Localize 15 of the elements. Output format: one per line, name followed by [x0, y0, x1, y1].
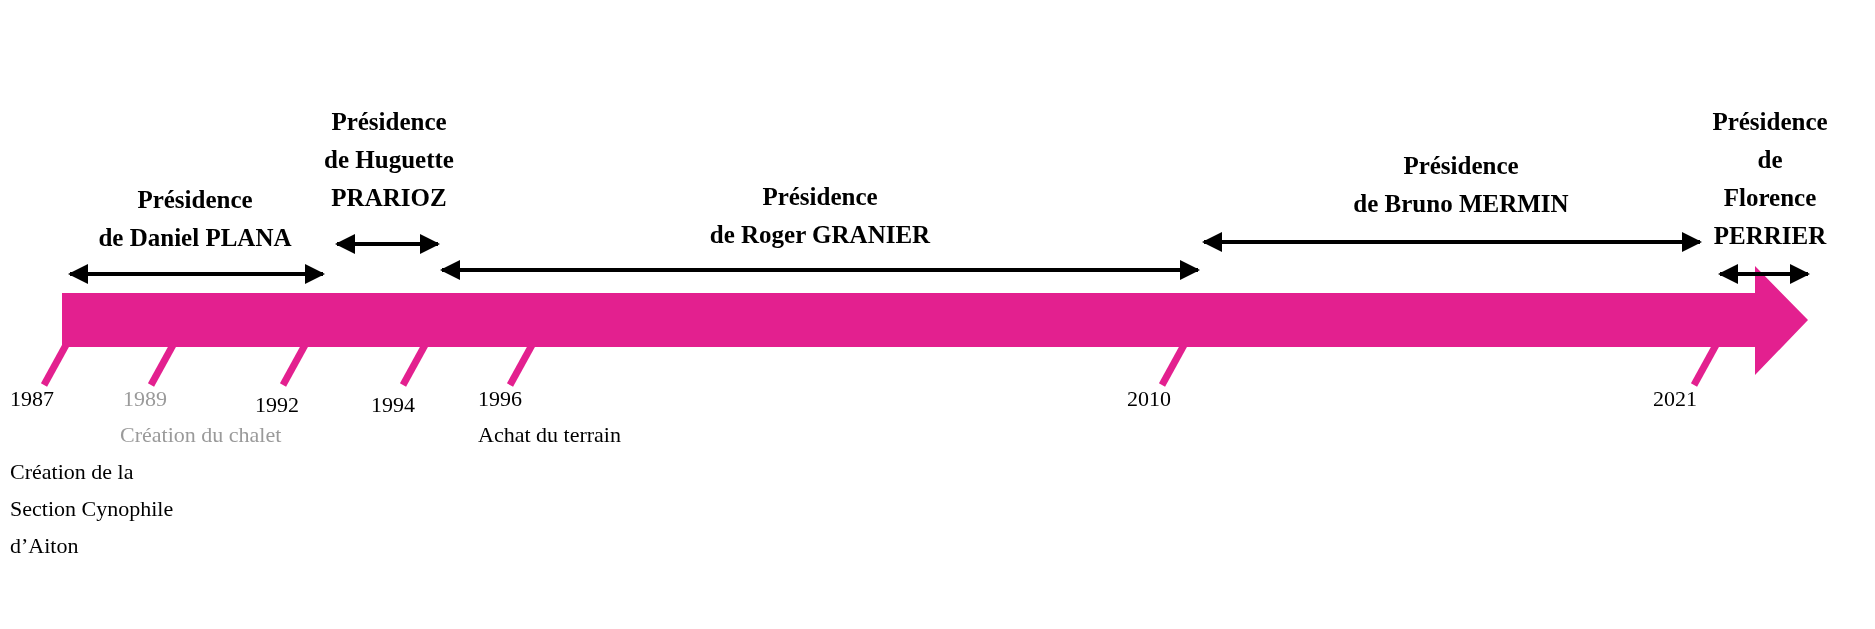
year-label: 1989 [123, 385, 167, 413]
presidency-label: Présidence de Bruno MERMIN [1353, 151, 1569, 219]
event-label: Achat du terrain [478, 421, 621, 449]
year-label: 1987 [10, 385, 54, 413]
event-label: Création du chalet [120, 421, 282, 449]
presidency-label: Présidence de Florence PERRIER [1712, 107, 1828, 251]
year-label: 2021 [1653, 385, 1697, 413]
presidency-label: Présidence de Roger GRANIER [709, 182, 931, 250]
event-label: Création de la Section Cynophile d’Aiton [10, 458, 174, 560]
year-label: 2010 [1127, 385, 1171, 413]
year-label: 1996 [478, 385, 522, 413]
year-label: 1992 [255, 391, 299, 419]
year-label: 1994 [371, 391, 415, 419]
presidency-label: Présidence de Huguette PRARIOZ [324, 107, 454, 213]
presidency-label: Présidence de Daniel PLANA [98, 185, 292, 253]
